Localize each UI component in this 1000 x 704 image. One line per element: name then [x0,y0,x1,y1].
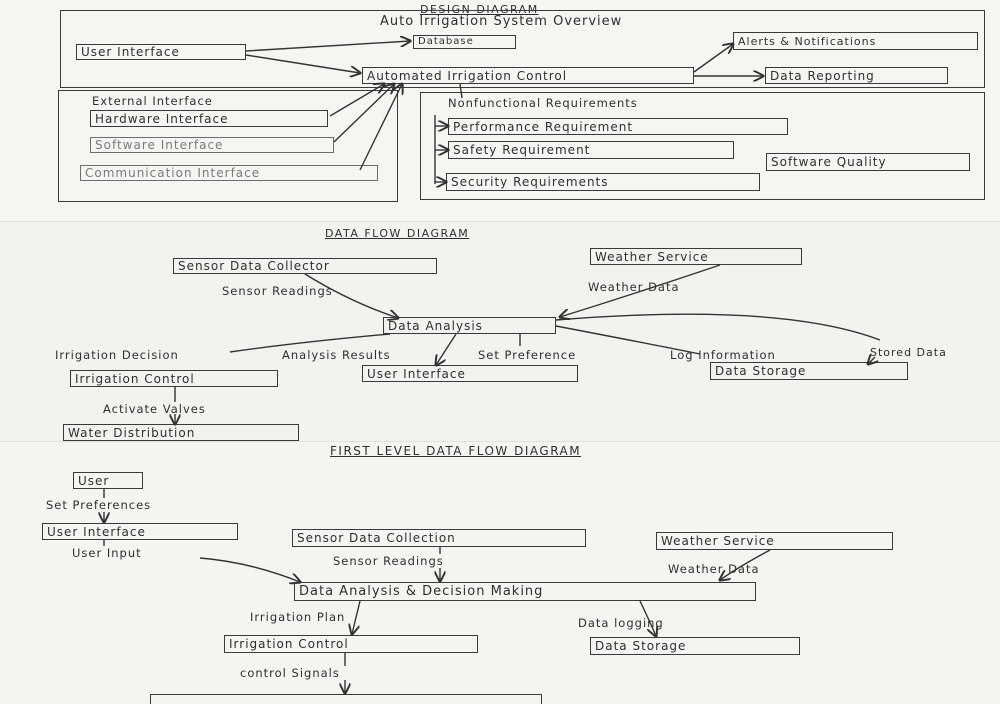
label-sensor-readings: Sensor Readings [222,284,333,298]
nonfunctional-frame [420,92,985,200]
node-data-storage: Data Storage [710,362,908,380]
node-weather-service: Weather Service [590,248,802,265]
label-analysis-results: Analysis Results [282,348,391,362]
fldfd-heading: FIRST LEVEL DATA FLOW DIAGRAM [330,444,582,458]
label-log-information: Log Information [670,348,776,362]
label-user-input: User Input [72,546,142,560]
label-set-preference: Set Preference [478,348,577,362]
label-set-preferences: Set Preferences [46,498,152,512]
dfd-connectors [0,264,881,442]
overview-title: Auto Irrigation System Overview [380,14,623,29]
label-data-logging: Data logging [578,616,664,630]
dfd-heading: DATA FLOW DIAGRAM [325,227,470,240]
node-software-interface: Software Interface [90,137,334,153]
overview-frame [60,10,985,88]
node-hardware-interface: Hardware Interface [90,110,328,127]
label-activate-valves: Activate Valves [103,402,206,416]
label-control-signals: control Signals [240,666,340,680]
node-data-storage: Data Storage [590,637,800,655]
node-data-analysis: Data Analysis [383,317,556,334]
external-interface-label: External Interface [92,94,213,108]
label-sensor-readings: Sensor Readings [333,554,444,568]
node-partial-box [150,694,542,704]
node-user-interface: User Interface [76,44,246,60]
node-user-interface: User Interface [42,523,238,540]
nonfunctional-label: Nonfunctional Requirements [448,96,638,110]
node-user: User [73,472,143,489]
label-weather-data: Weather Data [588,280,680,294]
label-stored-data: Stored Data [870,346,947,359]
external-interface-frame [58,90,398,202]
node-sensor-data-collector: Sensor Data Collector [173,258,437,274]
design-connectors [245,0,1000,222]
node-data-analysis-decision-making: Data Analysis & Decision Making [294,582,756,601]
label-weather-data: Weather Data [668,562,760,576]
design-diagram-sheet: DESIGN DIAGRAM Auto Irrigation System Ov… [0,0,1000,222]
node-software-quality: Software Quality [766,153,970,171]
node-weather-service: Weather Service [656,532,893,550]
fldfd-connectors [0,489,771,700]
node-communication-interface: Communication Interface [80,165,378,181]
first-level-dfd-sheet: FIRST LEVEL DATA FLOW DIAGRAM User Set P… [0,442,1000,704]
data-flow-diagram-sheet: DATA FLOW DIAGRAM Sensor Data Collector … [0,222,1000,442]
node-database: Database [413,35,516,49]
node-sensor-data-collection: Sensor Data Collection [292,529,586,547]
node-data-reporting: Data Reporting [765,67,948,84]
label-irrigation-decision: Irrigation Decision [55,348,179,362]
node-user-interface: User Interface [362,365,578,382]
node-automated-irrigation-control: Automated Irrigation Control [362,67,694,84]
design-heading: DESIGN DIAGRAM [420,3,539,16]
node-water-distribution: Water Distribution [63,424,299,441]
node-irrigation-control: Irrigation Control [70,370,278,387]
node-alerts-notifications: Alerts & Notifications [733,32,978,50]
label-irrigation-plan: Irrigation Plan [250,610,346,624]
